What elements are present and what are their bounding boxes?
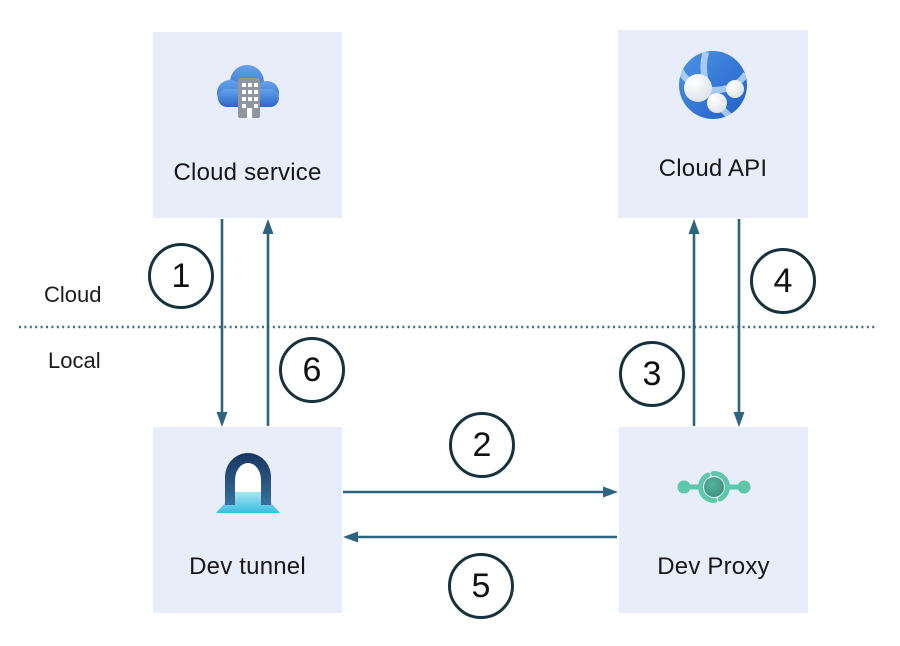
step-circle-1: 1	[148, 243, 214, 309]
arrow-step5-head	[343, 531, 358, 543]
zone-label-local: Local	[48, 348, 101, 373]
node-label-cloud-api: Cloud API	[658, 155, 768, 182]
step-circle-4: 4	[750, 248, 816, 314]
arrow-step3-head	[688, 219, 700, 234]
node-label-cloud-service: Cloud service	[173, 159, 322, 186]
step-circle-6: 6	[279, 337, 345, 403]
arrow-step2-head	[603, 486, 618, 498]
node-label-dev-proxy: Dev Proxy	[657, 553, 770, 580]
node-label-dev-tunnel: Dev tunnel	[189, 553, 306, 580]
step-circle-5: 5	[448, 553, 514, 619]
arrow-step6-head	[262, 219, 274, 234]
zone-label-cloud: Cloud	[44, 282, 102, 307]
arrow-step1-head	[216, 412, 228, 427]
node-cloud-service: Cloud service	[153, 32, 342, 218]
proxy-icon	[677, 471, 750, 503]
step-circle-2: 2	[449, 412, 515, 478]
node-cloud-api: Cloud API	[618, 30, 808, 218]
arrow-step4-head	[733, 412, 745, 427]
node-dev-proxy: Dev Proxy	[619, 427, 808, 613]
step-circle-3: 3	[619, 341, 685, 407]
node-dev-tunnel: Dev tunnel	[153, 427, 342, 613]
globe-network-icon	[679, 51, 747, 119]
cloud-building-icon	[216, 65, 279, 118]
tunnel-icon	[215, 453, 280, 513]
